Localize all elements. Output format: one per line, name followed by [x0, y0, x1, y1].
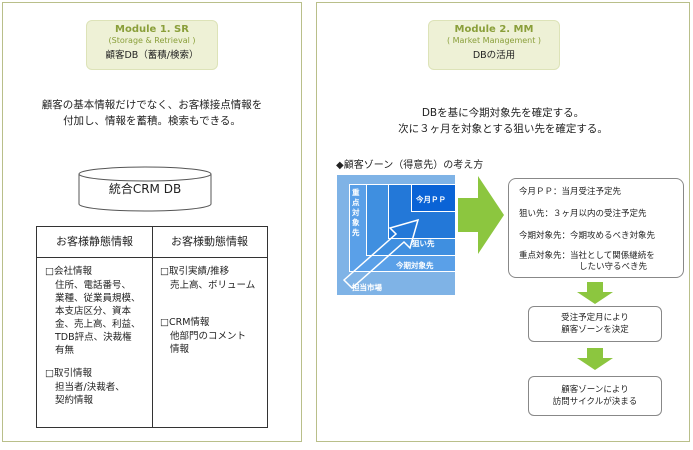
customer-zone-diagram: 担当市場 重点対象先 今期対象先 狙い先 今月ＰＰ — [336, 174, 456, 296]
definition-line: 今期対象先：今期攻めるべき対象先 — [519, 231, 656, 241]
down-arrow-icon — [577, 282, 613, 304]
module2-title: Module 2. MM — [454, 24, 534, 35]
step-line: 受注予定月により — [561, 313, 629, 323]
list-item: 有無 — [55, 345, 75, 356]
zone-diagram-title: ◆顧客ゾーン（得意先）の考え方 — [336, 160, 484, 171]
sales-record-heading: □取引実績/推移 — [160, 266, 230, 277]
list-item: 住所、電話番号、 — [55, 280, 132, 291]
growth-arrow-icon — [342, 218, 420, 290]
module2-name: DBの活用 — [472, 50, 516, 61]
transaction-info-heading: □取引情報 — [45, 368, 92, 379]
step-decide-zone: 受注予定月により 顧客ゾーンを決定 — [528, 306, 662, 342]
module1-desc-line: 付加し、情報を蓄積。検索もできる。 — [63, 115, 241, 127]
company-info-list: 住所、電話番号、 業種、従業員規模、 本支店区分、資本 金、売上高、利益、 TD… — [45, 279, 148, 357]
list-item: 売上高、ボリューム — [170, 280, 256, 291]
module1-description: 顧客の基本情報だけでなく、お客様接点情報を 付加し、情報を蓄積。検索もできる。 — [3, 97, 301, 129]
module2-subtitle: ( Market Management ) — [446, 36, 542, 45]
module1-name: 顧客DB（蓄積/検索） — [105, 50, 199, 61]
list-item: 本支店区分、資本 — [55, 306, 132, 317]
list-item: 担当者/決裁者、 — [55, 382, 125, 393]
db-label: 統合CRM DB — [108, 182, 182, 196]
zone-key-label: 重点対象先 — [352, 188, 360, 237]
crm-info-heading: □CRM情報 — [160, 317, 210, 328]
list-item: 情報 — [170, 344, 190, 355]
zone-definitions-box: 今月ＰＰ：当月受注予定先 狙い先：３ヶ月以内の受注予定先 今期対象先：今期攻める… — [508, 178, 684, 278]
module1-subtitle: (Storage & Retrieval ) — [108, 36, 196, 45]
definition-line: 今月ＰＰ：当月受注予定先 — [519, 187, 622, 197]
static-info-header: お客様静態情報 — [37, 227, 152, 258]
step-line: 顧客ゾーンにより — [561, 385, 629, 395]
module1-title: Module 1. SR — [115, 24, 189, 35]
down-arrow-icon — [577, 348, 613, 370]
definition-line: したい守るべき先 — [579, 262, 648, 272]
definition-line: 狙い先：３ヶ月以内の受注予定先 — [519, 209, 647, 219]
module2-desc-line: 次に３ヶ月を対象とする狙い先を確定する。 — [398, 123, 608, 135]
db-cylinder-icon — [78, 166, 212, 212]
zone-this-month-label: 今月ＰＰ — [416, 195, 446, 204]
company-info-heading: □会社情報 — [45, 266, 92, 277]
list-item: 業種、従業員規模、 — [55, 293, 141, 304]
list-item: 金、売上高、利益、 — [55, 319, 141, 330]
step-line: 訪問サイクルが決まる — [552, 397, 638, 407]
list-item: TDB評点、決裁権 — [55, 332, 132, 343]
module1-header: Module 1. SR (Storage & Retrieval ) 顧客DB… — [86, 20, 218, 70]
static-info-column: お客様静態情報 □会社情報 住所、電話番号、 業種、従業員規模、 本支店区分、資… — [37, 227, 153, 427]
big-right-arrow-icon — [458, 176, 504, 254]
list-item: 他部門のコメント — [170, 331, 247, 342]
transaction-info-list: 担当者/決裁者、 契約情報 — [45, 381, 148, 407]
module2-desc-line: DBを基に今期対象先を確定する。 — [421, 107, 585, 119]
zone-this-term-label: 今期対象先 — [396, 261, 434, 270]
db-cylinder: 統合CRM DB — [78, 166, 212, 212]
dynamic-info-header: お客様動態情報 — [152, 227, 267, 258]
zone-market-label: 担当市場 — [352, 283, 382, 292]
module1-desc-line: 顧客の基本情報だけでなく、お客様接点情報を — [41, 99, 263, 111]
module2-header: Module 2. MM ( Market Management ) DBの活用 — [428, 20, 560, 70]
step-visit-cycle: 顧客ゾーンにより 訪問サイクルが決まる — [528, 376, 662, 416]
definition-line: 重点対象先：当社として関係継続を — [519, 251, 655, 261]
zone-this-month — [411, 184, 456, 212]
crm-info-list: 他部門のコメント 情報 — [160, 330, 263, 356]
list-item: 契約情報 — [55, 395, 94, 406]
step-line: 顧客ゾーンを決定 — [561, 325, 629, 335]
info-table: お客様静態情報 □会社情報 住所、電話番号、 業種、従業員規模、 本支店区分、資… — [36, 226, 268, 428]
module2-description: DBを基に今期対象先を確定する。 次に３ヶ月を対象とする狙い先を確定する。 — [317, 105, 689, 137]
sales-record-list: 売上高、ボリューム — [160, 279, 263, 292]
zone-target-label: 狙い先 — [412, 239, 435, 248]
dynamic-info-column: お客様動態情報 □取引実績/推移 売上高、ボリューム □CRM情報 他部門のコメ… — [152, 227, 267, 427]
